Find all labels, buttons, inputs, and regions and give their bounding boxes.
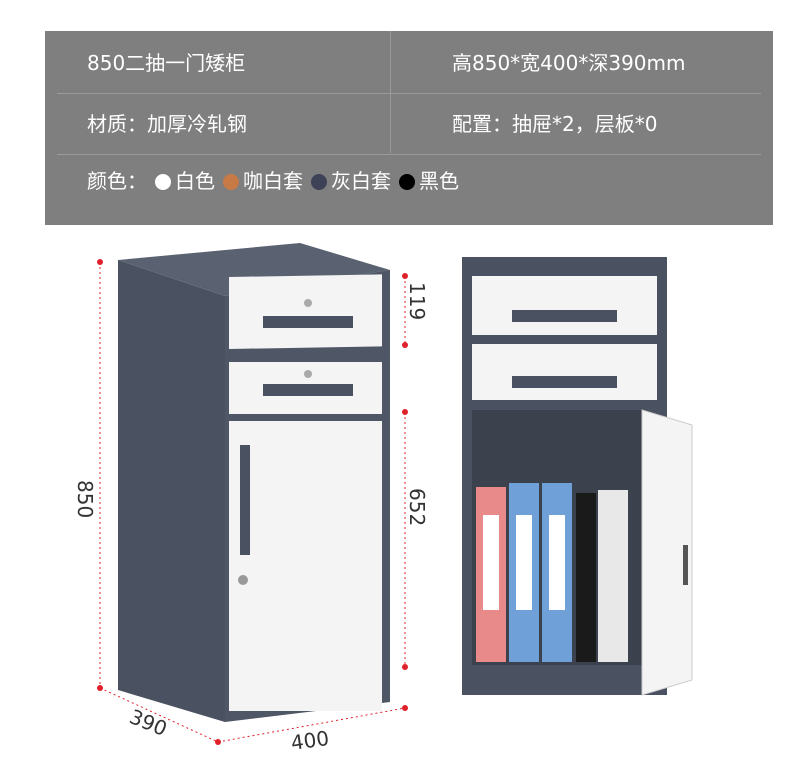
color-swatch-white	[155, 174, 171, 190]
cabinet-closed	[118, 243, 390, 722]
cabinet-open	[462, 257, 693, 696]
material-spec: 材质：加厚冷轧钢	[87, 112, 247, 136]
spec-row-3: 颜色： 白色 咖白套 灰白套 黑色	[57, 151, 761, 211]
width-dimension: 400	[289, 726, 330, 755]
color-swatch-coffee	[223, 174, 239, 190]
color-name: 白色	[175, 169, 215, 193]
depth-dimension: 390	[126, 704, 170, 741]
color-name: 黑色	[419, 169, 459, 193]
divider	[390, 31, 391, 153]
door-dimension: 652	[405, 488, 429, 526]
spec-panel: 850二抽一门矮柜 高850*宽400*深390mm 材质：加厚冷轧钢 配置：抽…	[45, 31, 773, 225]
color-swatch-black	[399, 174, 415, 190]
config-spec: 配置：抽屉*2，层板*0	[452, 112, 658, 136]
dimension-markers	[97, 259, 408, 745]
color-label: 颜色：	[87, 169, 147, 193]
size-spec: 高850*宽400*深390mm	[452, 51, 686, 75]
color-name: 灰白套	[331, 169, 391, 193]
color-name: 咖白套	[243, 169, 303, 193]
drawer-dimension: 119	[405, 282, 429, 320]
spec-row-1: 850二抽一门矮柜 高850*宽400*深390mm	[57, 33, 761, 94]
height-dimension: 850	[73, 480, 97, 518]
color-options: 颜色： 白色 咖白套 灰白套 黑色	[87, 151, 459, 211]
model-name: 850二抽一门矮柜	[87, 51, 246, 75]
color-swatch-gray	[311, 174, 327, 190]
spec-row-2: 材质：加厚冷轧钢 配置：抽屉*2，层板*0	[57, 94, 761, 155]
